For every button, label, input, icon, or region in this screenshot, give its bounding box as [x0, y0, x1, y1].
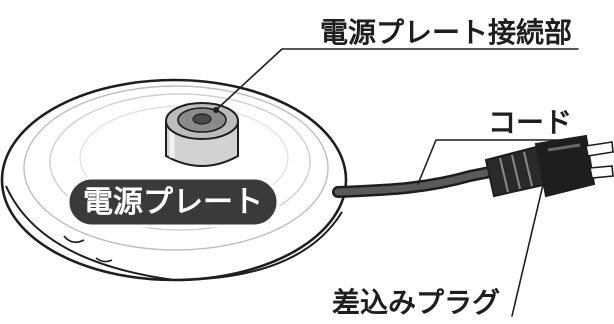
plug-head [534, 134, 596, 198]
connector-leader-dot [213, 107, 219, 113]
plug-label: 差込みプラグ [332, 286, 500, 319]
connector-leader-line [215, 48, 579, 111]
plate-bump [95, 257, 113, 263]
plug-prong-lower [589, 165, 614, 179]
power-plate-connector [165, 102, 239, 167]
plug-rib-2 [511, 154, 521, 190]
plate-edge [5, 185, 343, 282]
cord-leader-line [417, 139, 579, 185]
plug-rib-1 [499, 157, 509, 193]
plate-badge: 電源プレート [66, 176, 280, 228]
plug-prong-upper [585, 141, 614, 157]
plate-badge-label: 電源プレート [83, 185, 263, 220]
plug [484, 134, 614, 198]
cord-line-highlight [334, 162, 524, 196]
plate-badge-background [66, 176, 280, 228]
plate-ring-mid [49, 93, 311, 231]
plug-rib-3 [523, 151, 533, 187]
connector-label: 電源プレート接続部 [320, 16, 572, 49]
cord-label: コード [488, 106, 572, 139]
connector-pin [192, 113, 212, 125]
plate-ring-outer [23, 85, 329, 251]
plug-leader-line [511, 171, 547, 317]
cord [332, 160, 526, 198]
plate-notch [63, 235, 85, 244]
plug-highlight [547, 143, 581, 152]
